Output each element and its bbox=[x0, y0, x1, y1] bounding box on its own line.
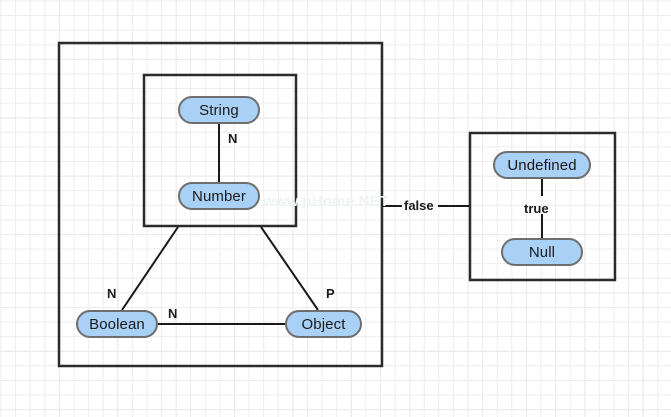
edge-innerbox-object[interactable] bbox=[260, 226, 319, 311]
group-right-box[interactable] bbox=[468, 131, 617, 282]
group-inner-box[interactable] bbox=[142, 73, 298, 228]
node-number-label: Number bbox=[192, 187, 246, 205]
node-undefined[interactable]: Undefined bbox=[493, 151, 591, 179]
watermark-text: www.pHome.NET bbox=[263, 193, 390, 210]
edge-innerbox-boolean[interactable] bbox=[121, 226, 179, 311]
edge-label-innerbox-boolean: N bbox=[107, 286, 117, 301]
node-object-label: Object bbox=[301, 315, 346, 333]
edge-label-undefined-null: true bbox=[524, 201, 549, 216]
node-boolean-label: Boolean bbox=[89, 315, 145, 333]
node-undefined-label: Undefined bbox=[507, 156, 577, 174]
node-string-label: String bbox=[199, 101, 239, 119]
node-number[interactable]: Number bbox=[178, 182, 260, 210]
edge-label-innerbox-object: P bbox=[326, 286, 335, 301]
node-boolean[interactable]: Boolean bbox=[76, 310, 158, 338]
node-string[interactable]: String bbox=[178, 96, 260, 124]
edge-label-outer-right: false bbox=[404, 198, 434, 213]
edge-label-string-number: N bbox=[228, 131, 238, 146]
node-null[interactable]: Null bbox=[501, 238, 583, 266]
edge-label-boolean-object: N bbox=[168, 306, 178, 321]
group-outer-box[interactable] bbox=[57, 41, 384, 368]
node-object[interactable]: Object bbox=[285, 310, 362, 338]
node-null-label: Null bbox=[528, 243, 556, 261]
